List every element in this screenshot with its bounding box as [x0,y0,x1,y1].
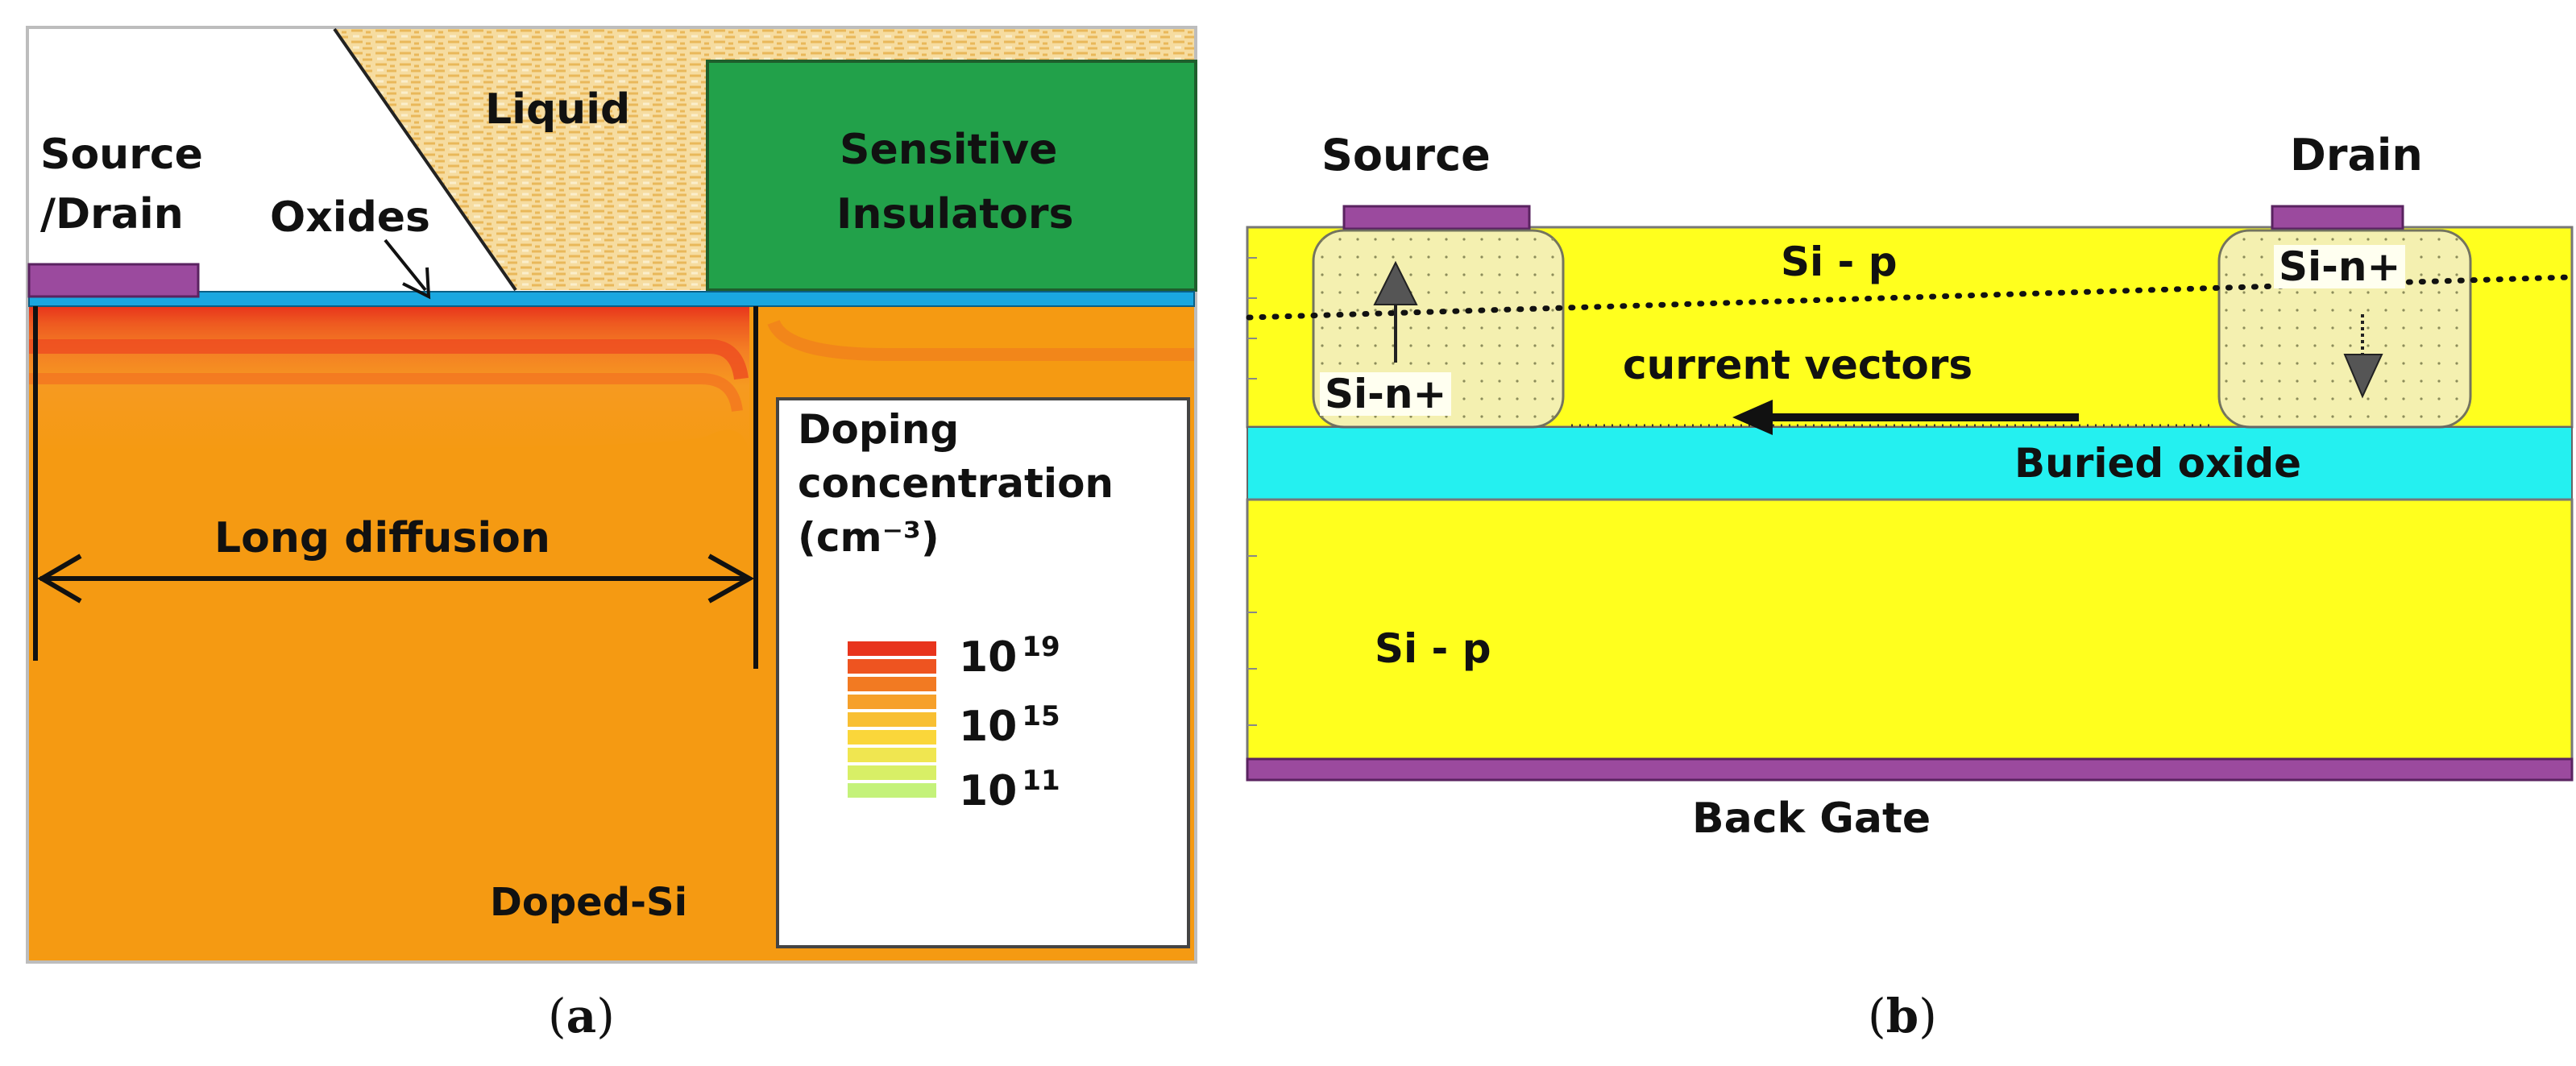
label-source-drain-line1: Source [40,131,203,179]
label-oxides: Oxides [270,193,431,242]
label-liquid: Liquid [485,85,631,134]
legend-color-bar [848,641,936,656]
label-sensitive-line1: Sensitive [840,126,1058,174]
legend-color-bar [848,695,936,709]
doping-legend-box [776,397,1190,948]
label-back-gate: Back Gate [1692,794,1931,843]
legend-color-bar [848,677,936,691]
panel-b: Source Drain Si - p Si-n+ Si-n+ current … [1225,0,2576,983]
legend-color-bar [848,748,936,762]
drain-contact [2271,205,2404,230]
legend-color-bar [848,765,936,780]
caption-a: (a) [548,989,615,1043]
legend-title-line1: Doping [798,406,960,453]
label-long-diffusion: Long diffusion [214,514,550,562]
label-drain: Drain [2290,130,2423,180]
legend-color-bar [848,712,936,727]
label-current-vectors: current vectors [1623,342,1973,388]
caption-b: (b) [1868,989,1937,1043]
back-gate-contact [1246,757,2574,782]
oxide-layer [28,291,1195,307]
legend-color-bar [848,783,936,798]
panel-a: Source /Drain Oxides Liquid Sensitive In… [0,0,1225,983]
current-vectors-arrowhead [1732,400,1773,435]
legend-color-bar [848,730,936,745]
source-drain-contact [27,263,200,298]
label-source: Source [1321,130,1491,180]
label-sensitive-line2: Insulators [836,190,1074,239]
legend-title-line3: (cm⁻³) [798,514,940,561]
legend-color-bar [848,659,936,674]
junction-dotted-line [1246,274,2574,321]
panel-a-cross-section [26,26,1197,964]
label-si-n-right: Si-n+ [2274,245,2406,288]
source-contact [1342,205,1531,230]
label-si-n-left: Si-n+ [1320,372,1452,416]
sensitive-insulators-block [706,60,1197,292]
label-si-p-bottom: Si - p [1375,625,1491,672]
bottom-si-layer [1246,498,2574,761]
label-si-p-top: Si - p [1781,239,1898,285]
legend-title-line2: concentration [798,460,1114,507]
label-source-drain-line2: /Drain [40,190,184,239]
buried-oxide-layer [1247,426,2573,500]
doping-legend-colorbar [848,641,936,798]
label-buried-oxide: Buried oxide [2014,440,2302,487]
label-doped-si: Doped-Si [490,880,688,925]
